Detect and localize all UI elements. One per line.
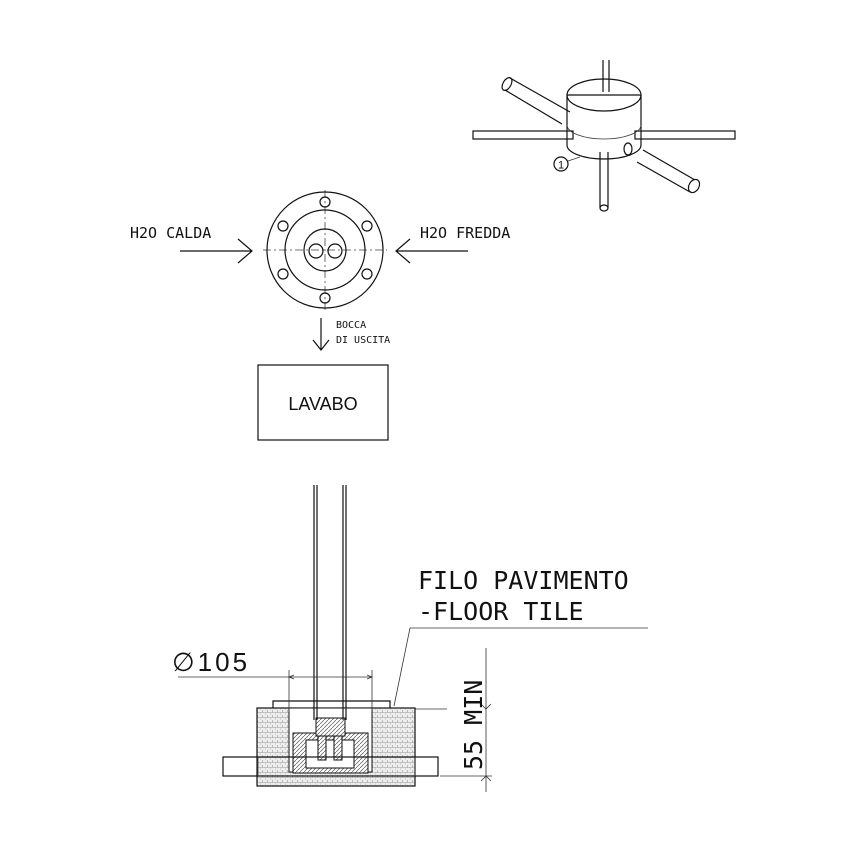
hot-water-label: H2O CALDA (130, 224, 211, 242)
hot-arrow-icon (180, 238, 253, 264)
tube-left (504, 77, 571, 125)
outlet-label-2: DI USCITA (336, 335, 390, 346)
tube-right (636, 149, 696, 193)
cover-plate (272, 700, 391, 708)
callout-number: 1 (558, 160, 564, 172)
diameter-label: ∅105 (172, 647, 250, 677)
floor-label-2: -FLOOR TILE (418, 597, 584, 626)
cylinder-top (566, 78, 642, 112)
hot-inlet-hole (308, 243, 324, 259)
isometric-view: 1 (472, 60, 736, 212)
depth-label: 55 MIN (459, 680, 488, 770)
rod-left (472, 130, 574, 140)
outlet-arrow-icon (312, 318, 330, 351)
basin-label: LAVABO (288, 394, 357, 414)
callout-circle (553, 156, 569, 172)
top-view: H2O CALDA H2O FREDDA BOCCA DI USCITA LAV… (130, 190, 510, 441)
section-view: ∅105 FILO PAVIMENTO -FLOOR TILE 55 MIN (172, 485, 648, 792)
rod-right (634, 130, 736, 140)
floor-label-1: FILO PAVIMENTO (418, 566, 629, 595)
bolt-holes (277, 196, 373, 304)
flange-outer (266, 191, 384, 309)
cold-arrow-icon (395, 238, 468, 264)
mounting-plate (222, 756, 439, 777)
basin-box (257, 364, 389, 441)
cold-inlet-hole (327, 243, 343, 259)
cold-water-label: H2O FREDDA (420, 224, 510, 242)
floor-leader-line (393, 627, 648, 707)
outlet-label-1: BOCCA (336, 320, 366, 331)
